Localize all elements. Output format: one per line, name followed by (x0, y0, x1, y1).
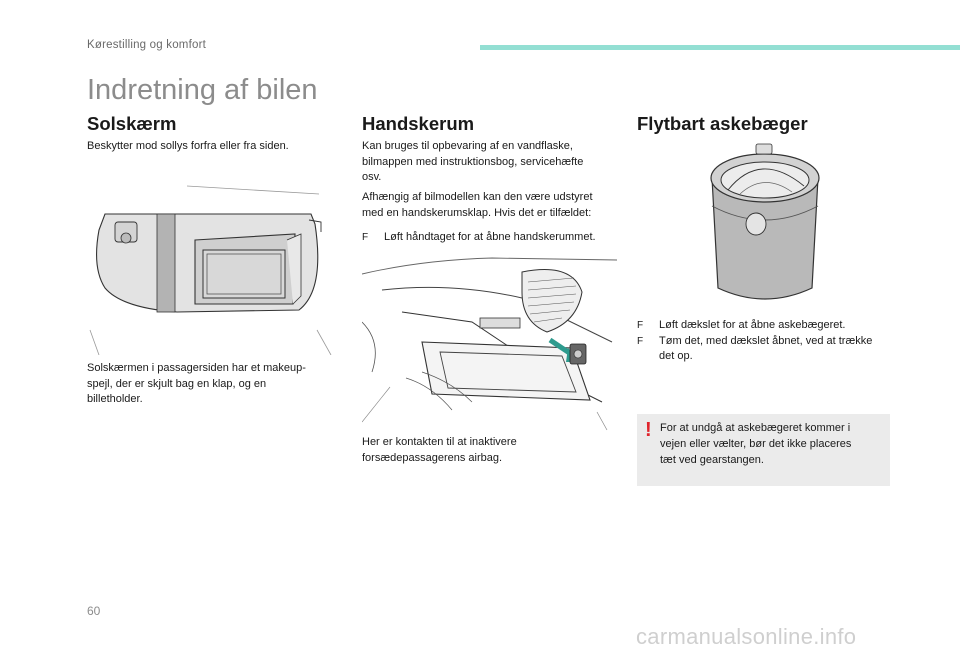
solskaerm-note-line: Solskærmen i passagersiden har et makeup… (87, 362, 306, 374)
handskerum-para1-line: osv. (362, 171, 382, 183)
solskaerm-intro: Beskytter mod sollys forfra eller fra si… (87, 140, 289, 152)
handskerum-bullet: F Løft håndtaget for at åbne handskerumm… (362, 230, 624, 246)
askebaeger-bullet: F Løft dækslet for at åbne askebægeret. (637, 318, 897, 334)
warning-icon: ! (645, 419, 652, 441)
page-number: 60 (87, 604, 101, 618)
solskaerm-note-line: spejl, der er skjult bag en klap, og en (87, 377, 267, 390)
sun-visor-illustration (89, 185, 332, 355)
ashtray-illustration (710, 143, 820, 300)
askebaeger-title: Flytbart askebæger (637, 113, 808, 134)
handskerum-bullet-text: Løft håndtaget for at åbne handskerummet… (384, 231, 596, 243)
askebaeger-bullet: F Tøm det, med dækslet åbnet, ved at træ… (637, 334, 897, 365)
page-title: Indretning af bilen (87, 74, 318, 106)
solskaerm-title: Solskærm (87, 113, 177, 134)
handskerum-title: Handskerum (362, 113, 475, 134)
bullet-marker: F (637, 320, 644, 331)
handskerum-para2-line: Afhængig af bilmodellen kan den være uds… (362, 191, 593, 203)
handskerum-note-line: Her er kontakten til at inaktivere (362, 436, 517, 448)
glovebox-illustration (362, 257, 617, 431)
handskerum-para1-line: bilmappen med instruktionsbog, servicehæ… (362, 155, 584, 168)
solskaerm-note-line: billetholder. (87, 393, 143, 405)
handskerum-para2-line: med en handskerumsklap. Hvis det er tilf… (362, 206, 592, 219)
warning-line: vejen eller vælter, bør det ikke placere… (660, 438, 852, 450)
bullet-marker: F (637, 335, 644, 347)
handskerum-note-line: forsædepassagerens airbag. (362, 451, 503, 464)
header-accent-bar (480, 45, 960, 50)
warning-line: For at undgå at askebægeret kommer i (660, 422, 851, 434)
askebaeger-bullet-text: Tøm det, med dækslet åbnet, ved at trækk… (659, 334, 873, 347)
bullet-marker: F (362, 232, 369, 243)
section-header: Kørestilling og komfort (87, 39, 206, 51)
handskerum-para1-line: Kan bruges til opbevaring af en vandflas… (362, 140, 573, 152)
warning-box (637, 414, 890, 486)
warning-line: tæt ved gearstangen. (660, 454, 764, 466)
watermark[interactable]: carmanualsonline.info (636, 624, 857, 649)
askebaeger-bullets: F Løft dækslet for at åbne askebægeret. … (637, 318, 897, 365)
askebaeger-bullet-text: det op. (659, 350, 693, 362)
askebaeger-bullet-text: Løft dækslet for at åbne askebægeret. (659, 319, 846, 331)
warning-text: For at undgå at askebægeret kommer i vej… (660, 420, 880, 468)
